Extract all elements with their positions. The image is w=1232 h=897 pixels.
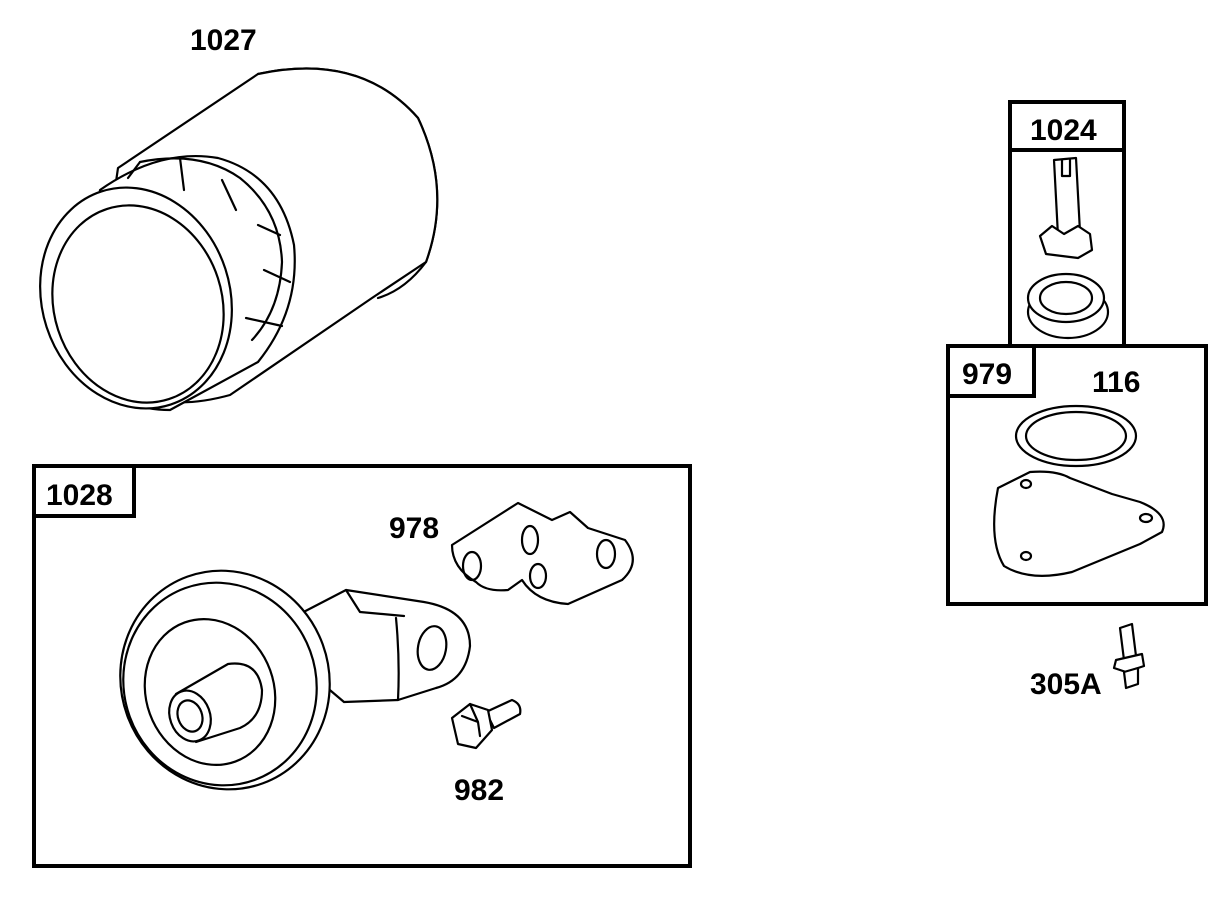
cover-screw-drawing — [1112, 622, 1146, 690]
part-978-label: 978 — [389, 512, 439, 545]
filter-adapter-drawing — [119, 569, 472, 791]
bracket-drawing — [450, 501, 634, 606]
part-1027-label: 1027 — [190, 24, 257, 57]
o-ring-drawing — [1014, 404, 1138, 468]
kit-979-tag — [946, 344, 1036, 398]
pump-cover-drawing — [993, 470, 1165, 577]
part-305a-label: 305A — [1030, 668, 1102, 701]
part-979-label: 979 — [962, 358, 1012, 391]
oil-filter-drawing — [39, 67, 439, 412]
part-1028-label: 1028 — [46, 479, 113, 512]
part-116-label: 116 — [1092, 366, 1140, 399]
kit-979-box — [946, 344, 1208, 606]
kit-1028-box — [32, 464, 692, 868]
part-982-label: 982 — [454, 774, 504, 807]
part-1024-label: 1024 — [1030, 114, 1097, 147]
pump-rotor-drawing — [1026, 156, 1110, 340]
kit-1028-tag — [32, 464, 136, 518]
adapter-screw-drawing — [450, 698, 522, 750]
